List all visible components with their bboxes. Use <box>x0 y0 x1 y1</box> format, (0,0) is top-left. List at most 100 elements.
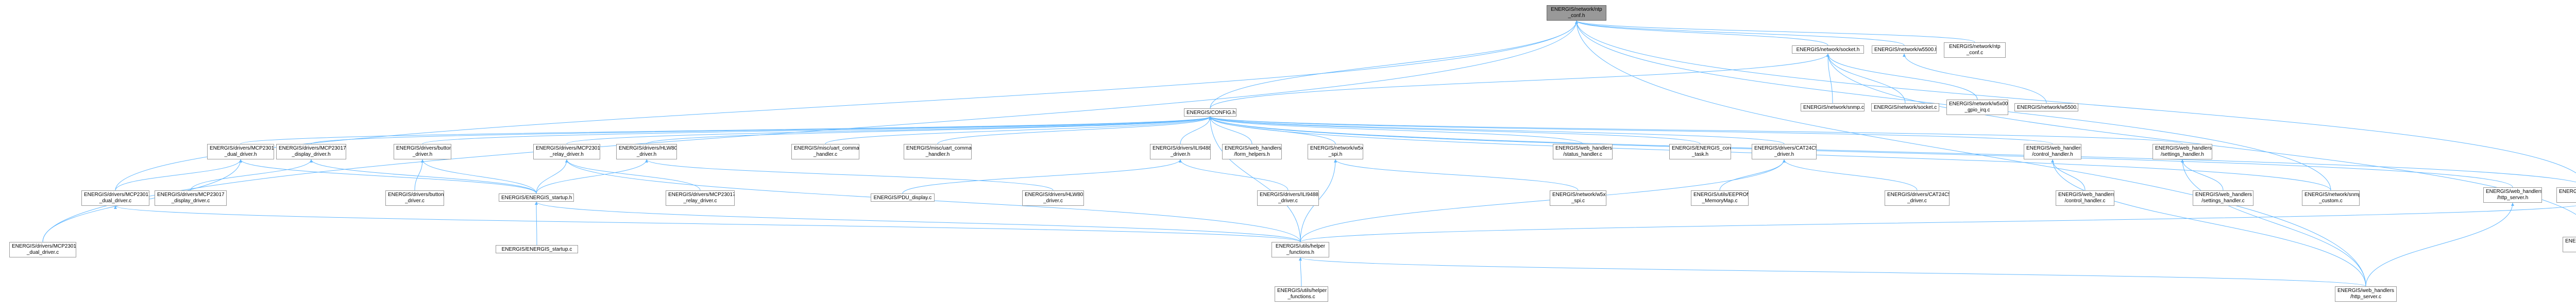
node-w5x00-spi-h[interactable]: ENERGIS/network/w5x00 _spi.h <box>1308 144 1363 159</box>
edge-hlw8032-c-to-hlw8032-h <box>645 159 1054 191</box>
edge-core1-task-h-to-root <box>1575 20 2576 173</box>
edge-http-server-c-to-control-handler-h <box>2051 159 2366 287</box>
node-energis-startup-h[interactable]: ENERGIS/ENERGIS_startup.h <box>499 193 574 202</box>
node-mcp-dual-h[interactable]: ENERGIS/drivers/MCP23017 _dual_driver.h <box>207 144 274 159</box>
node-ntp-conf-c[interactable]: ENERGIS/network/ntp _conf.c <box>1944 42 2006 58</box>
node-root: ENERGIS/network/ntp _conf.h <box>1547 5 1606 21</box>
node-mcp-relay-c[interactable]: ENERGIS/drivers/MCP23017 _relay_driver.c <box>666 190 735 206</box>
node-settings-handler-c[interactable]: ENERGIS/web_handlers /settings_handler.c <box>2193 190 2253 206</box>
node-helper-functions-c[interactable]: ENERGIS/utils/helper _functions.c <box>1275 286 1328 302</box>
edge-helper-functions-h-to-cat24c512-h <box>1300 159 1786 242</box>
edge-energis-startup-c-to-energis-startup-h <box>535 201 538 246</box>
edge-helper-functions-h-to-mcp-dual-c <box>114 205 1301 242</box>
node-socket-h[interactable]: ENERGIS/network/socket.h <box>1792 45 1864 54</box>
node-hlw8032-c[interactable]: ENERGIS/drivers/HLW8032 _driver.c <box>1022 190 1084 206</box>
edge-w5x00-gpio-irq-to-socket-h <box>1826 53 1978 100</box>
edge-mcp-dual-h-to-config-h <box>240 116 1212 144</box>
node-ili9488-h[interactable]: ENERGIS/drivers/ILI9488 _driver.h <box>1150 144 1211 159</box>
edge-core1-task-h-to-config-h <box>1209 116 2576 183</box>
edge-status-handler-c-to-config-h <box>1209 116 1583 144</box>
node-uart-cmd-h[interactable]: ENERGIS/misc/uart_command _handler.h <box>904 144 972 159</box>
node-lib-snmp[interactable]: ENERGIS/network/snmp.c <box>1801 103 1865 111</box>
node-mcp-relay-h[interactable]: ENERGIS/drivers/MCP23017 _relay_driver.h <box>533 144 600 159</box>
edge-config-h-to-socket-h <box>1210 53 1829 109</box>
node-mcp-display-c[interactable]: ENERGIS/drivers/MCP23017 _display_driver… <box>155 190 227 206</box>
node-cat24c512-c[interactable]: ENERGIS/drivers/CAT24C512 _driver.c <box>1885 190 1950 206</box>
node-cat24c512-h[interactable]: ENERGIS/drivers/CAT24C512 _driver.h <box>1752 144 1817 159</box>
node-hlw8032-h[interactable]: ENERGIS/drivers/HLW8032 _driver.h <box>616 144 677 159</box>
node-helper-functions-h[interactable]: ENERGIS/utils/helper _functions.h <box>1272 242 1329 257</box>
edge-settings-handler-c-to-settings-handler-h <box>2181 159 2224 191</box>
node-w5x00-gpio-irq[interactable]: ENERGIS/network/w5x00 _gpio_irq.c <box>1946 100 2008 115</box>
node-mcp-dual-c[interactable]: ENERGIS/drivers/MCP23017 _dual_driver.c <box>81 190 149 206</box>
edge-settings-handler-h-to-config-h <box>1209 116 2183 144</box>
edge-mcp-display-c-to-mcp-display-h <box>190 159 313 191</box>
edge-http-server-c-to-root <box>1575 20 2366 287</box>
edge-uart-cmd-c-to-config-h <box>825 116 1212 144</box>
node-ili9488-c[interactable]: ENERGIS/drivers/ILI9488 _driver.c <box>1257 190 1319 206</box>
node-status-handler-c[interactable]: ENERGIS/web_handlers /status_handler.c <box>1553 144 1613 159</box>
edge-control-handler-c-to-control-handler-h <box>2051 159 2086 191</box>
node-form-helpers-h[interactable]: ENERGIS/web_handlers /form_helpers.h <box>1222 144 1282 159</box>
edge-form-helpers-h-to-config-h <box>1209 116 1252 144</box>
edge-energis-startup-h-to-mcp-dual-h <box>239 159 537 194</box>
edge-http-server-c-to-settings-handler-h <box>2181 159 2366 287</box>
edge-uart-cmd-h-to-config-h <box>937 116 1212 144</box>
edge-mcp-dual-c-to-mcp-dual-h <box>115 159 242 191</box>
edge-http-server-h-to-config-h <box>1209 116 2513 188</box>
node-button-driver-h[interactable]: ENERGIS/drivers/button _driver.h <box>394 144 451 159</box>
edge-energis-startup-h-to-button-driver-h <box>421 159 537 194</box>
edge-cat24c512-c-to-cat24c512-h <box>1783 159 1918 191</box>
node-config-h[interactable]: ENERGIS/CONFIG.h <box>1184 108 1236 117</box>
node-lib-socket-c[interactable]: ENERGIS/network/socket.c <box>1871 103 1939 111</box>
node-control-handler-h[interactable]: ENERGIS/web_handlers /control_handler.h <box>2024 144 2081 159</box>
edge-lib-socket-c-to-socket-h <box>1826 53 1906 104</box>
node-w5500-c[interactable]: ENERGIS/network/w5500.c <box>2014 103 2078 111</box>
edge-cat24c512-h-to-config-h <box>1209 116 1785 144</box>
edge-dual-driver-c-left-to-root <box>42 20 1578 242</box>
edge-http-server-c-to-http-server-h <box>2365 202 2514 287</box>
edge-helper-functions-h-to-config-h <box>1209 116 1301 242</box>
node-settings-handler-h[interactable]: ENERGIS/web_handlers /settings_handler.h <box>2153 144 2212 159</box>
edge-energis-startup-h-to-mcp-display-h <box>310 159 537 194</box>
edge-ntp-conf-c-to-root <box>1575 20 1975 43</box>
edge-mcp-relay-c-to-mcp-relay-h <box>565 159 701 191</box>
edge-hlw8032-h-to-config-h <box>646 116 1212 144</box>
edge-w5x00-spi-c-to-w5x00-spi-h <box>1334 159 1579 191</box>
node-dual-driver-c-left[interactable]: ENERGIS/drivers/MCP23017 _dual_driver.c <box>9 242 76 257</box>
node-energis-startup-c[interactable]: ENERGIS/ENERGIS_startup.c <box>496 245 578 253</box>
edge-eeprom-map-c-to-cat24c512-h <box>1719 159 1786 191</box>
edge-http-server-c-to-helper-functions-h <box>1299 257 2366 287</box>
edge-config-h-to-root <box>1210 20 1578 109</box>
edge-ili9488-c-to-ili9488-h <box>1179 159 1289 191</box>
edge-control-handler-h-to-config-h <box>1209 116 2053 144</box>
node-control-handler-c[interactable]: ENERGIS/web_handlers /control_handler.c <box>2056 190 2114 206</box>
edge-helper-functions-c-to-helper-functions-h <box>1299 257 1302 287</box>
node-pdu-display-c[interactable]: ENERGIS/PDU_display.c <box>871 193 935 202</box>
node-core1-task-h[interactable]: ENERGIS/ENERGIS_core1 _task.h <box>2556 187 2576 203</box>
node-w5x00-spi-c[interactable]: ENERGIS/network/w5x00 _spi.c <box>1550 190 1606 206</box>
edge-button-driver-h-to-config-h <box>422 116 1212 144</box>
edge-mcp-dual-c-to-root <box>115 20 1578 191</box>
edge-helper-functions-h-to-energis-startup-h <box>535 201 1301 242</box>
edge-energis-startup-h-to-hlw8032-h <box>536 159 648 194</box>
node-core1-task-c[interactable]: ENERGIS/ENERGIS_core1 _task.c <box>2563 237 2576 252</box>
node-uart-cmd-c[interactable]: ENERGIS/misc/uart_command _handler.c <box>791 144 859 159</box>
node-core0-task-h[interactable]: ENERGIS/ENERGIS_core0 _task.h <box>1669 144 1731 159</box>
node-button-driver-c[interactable]: ENERGIS/drivers/button _driver.c <box>385 190 444 206</box>
edge-helper-functions-h-to-core1-task-h <box>1300 205 2576 242</box>
edge-pdu-display-c-to-ili9488-h <box>902 159 1182 194</box>
edge-energis-startup-h-to-mcp-relay-h <box>536 159 568 194</box>
node-http-server-h[interactable]: ENERGIS/web_handlers /http_server.h <box>2483 187 2542 203</box>
edge-lib-snmp-to-socket-h <box>1826 53 1833 104</box>
node-eeprom-map-c[interactable]: ENERGIS/utils/EEPROM _MemoryMap.c <box>1691 190 1749 206</box>
node-w5500-h-top[interactable]: ENERGIS/network/w5500.h <box>1872 45 1937 54</box>
edge-w5500-c-to-w5500-h-top <box>1903 53 2047 104</box>
edge-ili9488-h-to-config-h <box>1180 116 1212 144</box>
edge-w5500-h-top-to-root <box>1575 20 1905 46</box>
node-mcp-display-h[interactable]: ENERGIS/drivers/MCP23017 _display_driver… <box>276 144 346 159</box>
node-http-server-c[interactable]: ENERGIS/web_handlers /http_server.c <box>2335 286 2397 302</box>
node-snmp-custom-c[interactable]: ENERGIS/network/snmp _custom.c <box>2302 190 2360 206</box>
